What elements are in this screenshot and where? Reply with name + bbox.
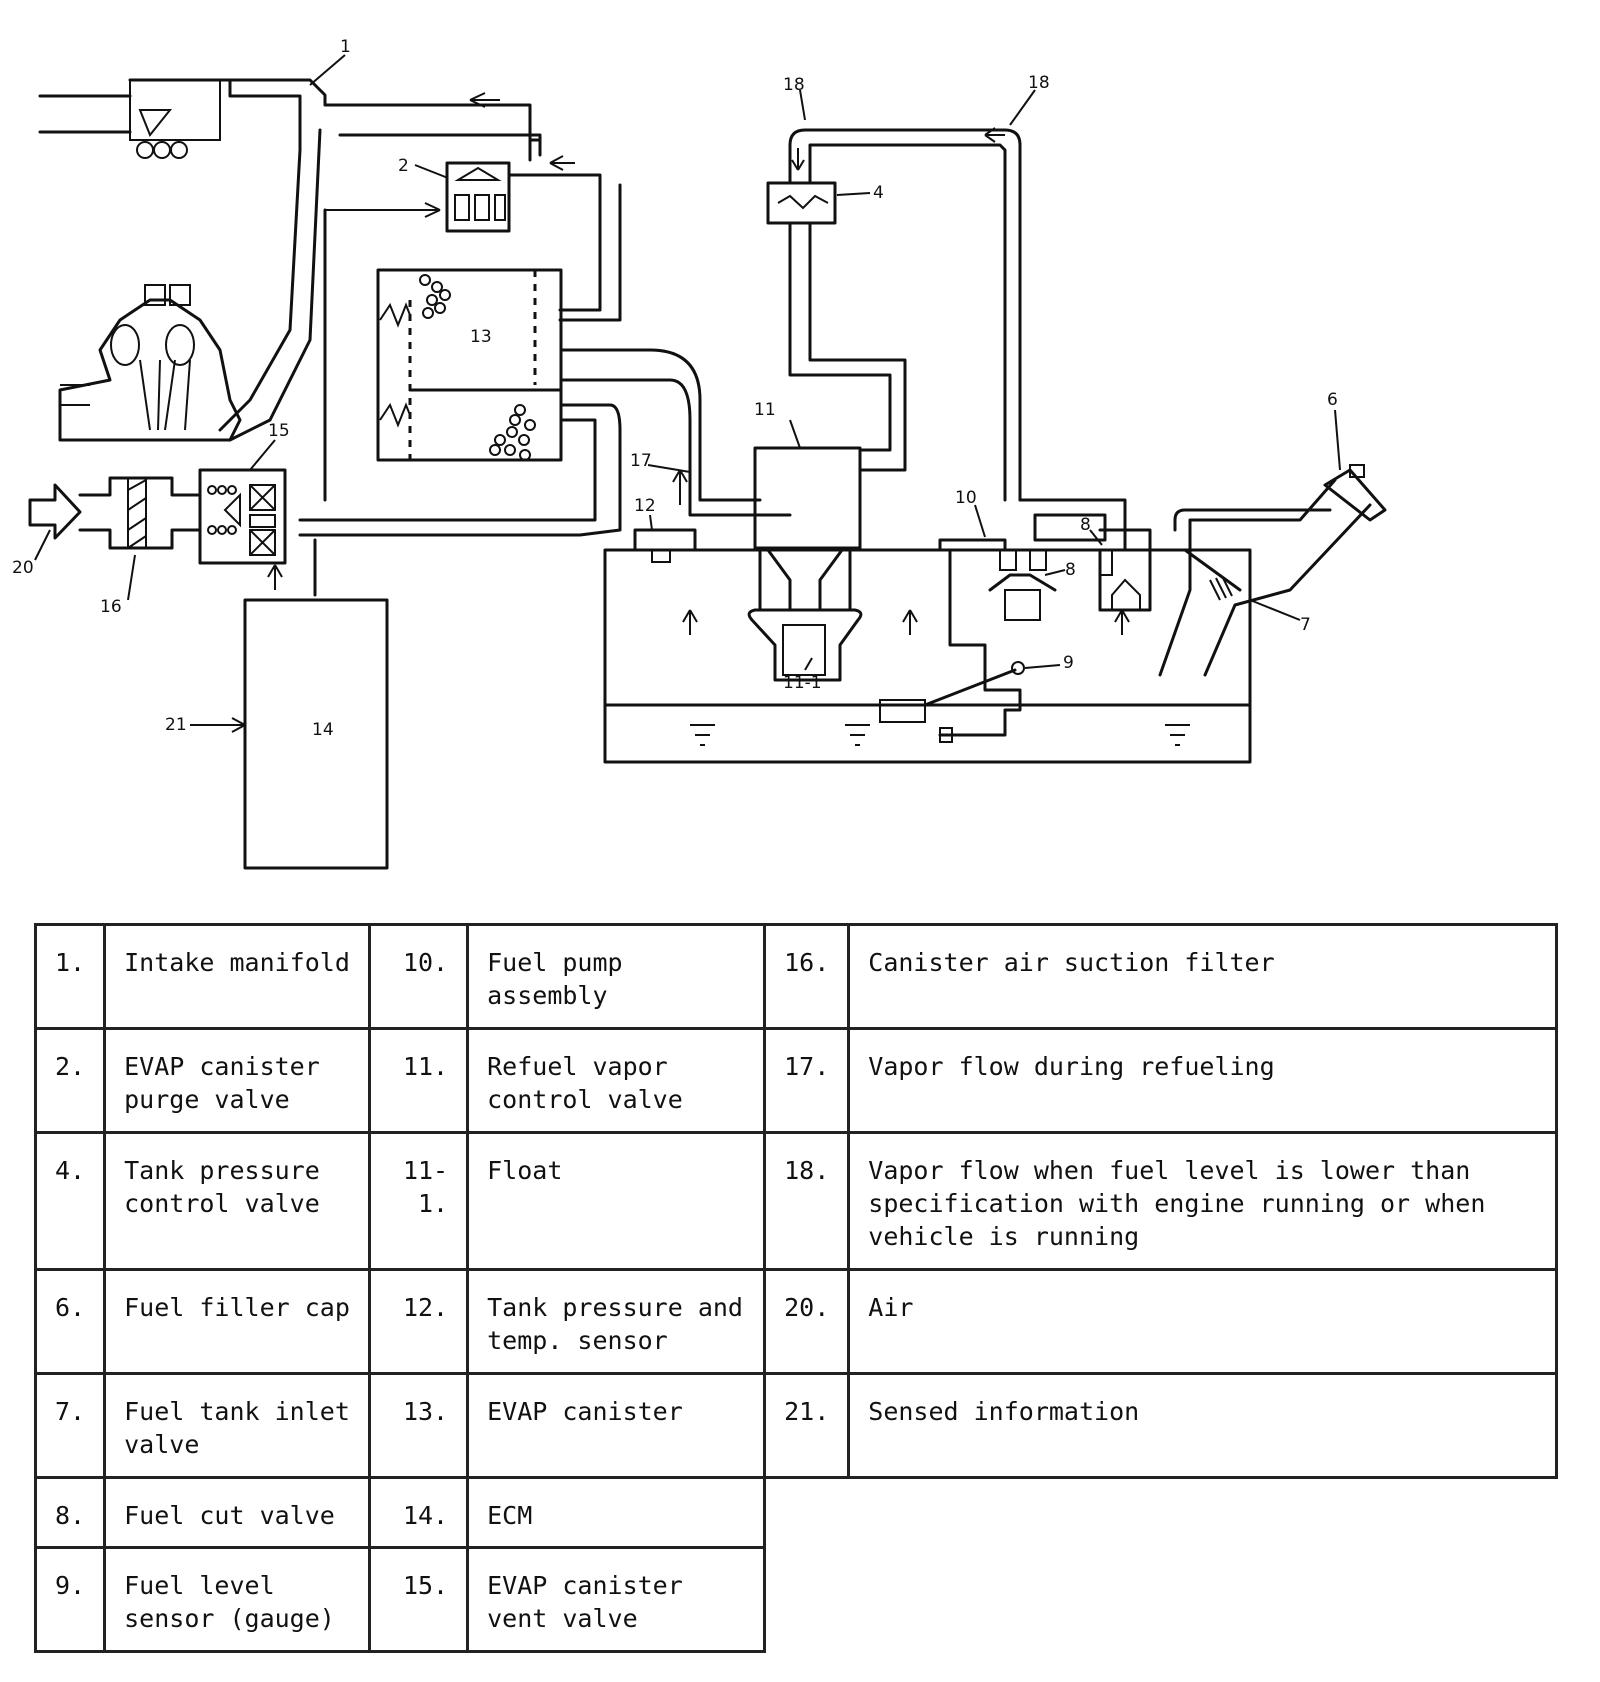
legend-number: 10. xyxy=(368,923,470,1030)
fuel-pump-assembly xyxy=(879,498,1152,743)
fuel-tank xyxy=(603,528,1252,764)
callout-21: 21 xyxy=(165,715,187,735)
legend-description: Fuel level sensor (gauge) xyxy=(103,1546,372,1653)
legend-description: Fuel pump assembly xyxy=(466,923,767,1030)
legend-number: 13. xyxy=(368,1372,470,1479)
legend-description: Refuel vapor control valve xyxy=(466,1027,767,1134)
legend-number: 6. xyxy=(33,1268,107,1375)
callout-12: 12 xyxy=(634,496,656,516)
callout-16: 16 xyxy=(100,597,122,617)
callout-10: 10 xyxy=(955,488,977,508)
legend-description: EVAP canister xyxy=(466,1372,767,1479)
tank-pressure-control-valve xyxy=(766,127,1022,502)
legend-number: 4. xyxy=(33,1131,107,1271)
legend-number: 18. xyxy=(763,1131,851,1271)
evap-canister-purge-valve xyxy=(313,161,622,597)
legend-description: Sensed information xyxy=(847,1372,1559,1479)
callout-14: 14 xyxy=(312,720,334,740)
filler-neck xyxy=(1158,464,1387,677)
callout-8b: 8 xyxy=(1065,560,1076,580)
callout-15: 15 xyxy=(268,421,290,441)
engine-block xyxy=(58,284,242,442)
legend-empty-cell xyxy=(765,1548,1557,1652)
intake-manifold xyxy=(38,78,575,442)
evap-system-diagram: 1 2 4 6 7 8 8 9 10 11 11-1 12 13 14 15 1… xyxy=(12,37,1387,870)
legend-number: 14. xyxy=(368,1476,470,1549)
callout-11-1: 11-1 xyxy=(783,673,822,693)
callout-9: 9 xyxy=(1063,653,1074,673)
legend-description: EVAP canister purge valve xyxy=(103,1027,372,1134)
legend-number: 17. xyxy=(763,1027,851,1134)
legend-description: Tank pressure and temp. sensor xyxy=(466,1268,767,1375)
callout-17: 17 xyxy=(630,451,652,471)
callout-2: 2 xyxy=(398,156,409,176)
legend-number: 1. xyxy=(33,923,107,1030)
callout-1: 1 xyxy=(340,37,351,57)
legend-number: 8. xyxy=(33,1476,107,1549)
legend-description: Fuel filler cap xyxy=(103,1268,372,1375)
callout-11: 11 xyxy=(754,400,776,420)
callout-13: 13 xyxy=(470,327,492,347)
legend-description: Tank pressure control valve xyxy=(103,1131,372,1271)
legend-description: Float xyxy=(466,1131,767,1271)
legend-number: 12. xyxy=(368,1268,470,1375)
legend-description: EVAP canister vent valve xyxy=(466,1546,767,1653)
legend-description: ECM xyxy=(466,1476,767,1549)
callout-8a: 8 xyxy=(1080,515,1091,535)
legend-description: Intake manifold xyxy=(103,923,372,1030)
callout-7: 7 xyxy=(1300,615,1311,635)
legend-number: 21. xyxy=(763,1372,851,1479)
legend-number: 11. xyxy=(368,1027,470,1134)
legend-number: 11-1. xyxy=(368,1131,470,1271)
legend-number: 15. xyxy=(368,1546,470,1653)
legend-number: 16. xyxy=(763,923,851,1030)
callout-18a: 18 xyxy=(783,75,805,95)
legend-description: Canister air suction filter xyxy=(847,923,1559,1030)
legend-description: Vapor flow during refueling xyxy=(847,1027,1559,1134)
legend-number: 9. xyxy=(33,1546,107,1653)
legend-description: Fuel cut valve xyxy=(103,1476,372,1549)
legend-row: 9.Fuel level sensor (gauge)15.EVAP canis… xyxy=(33,1546,1557,1653)
legend-number: 7. xyxy=(33,1372,107,1479)
legend-description: Fuel tank inlet valve xyxy=(103,1372,372,1479)
ecm xyxy=(190,598,389,870)
evap-canister xyxy=(298,268,792,537)
callout-4: 4 xyxy=(873,183,884,203)
legend-description: Vapor flow when fuel level is lower than… xyxy=(847,1131,1559,1271)
legend-number: 2. xyxy=(33,1027,107,1134)
legend-number: 20. xyxy=(763,1268,851,1375)
refuel-vapor-control-valve xyxy=(672,446,863,682)
callout-18b: 18 xyxy=(1028,73,1050,93)
callout-6: 6 xyxy=(1327,390,1338,410)
leader-lines xyxy=(34,54,1341,671)
legend-empty-cell xyxy=(765,1478,1557,1548)
callout-20: 20 xyxy=(12,558,34,578)
legend-description: Air xyxy=(847,1268,1559,1375)
air-intake-assembly xyxy=(28,468,287,590)
